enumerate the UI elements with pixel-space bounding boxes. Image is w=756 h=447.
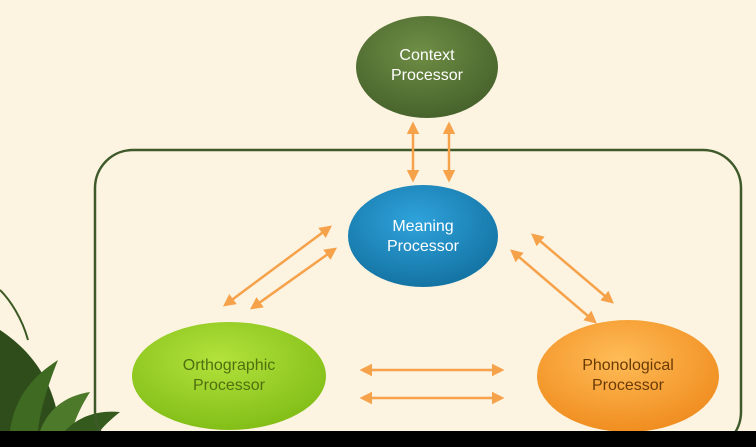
node-orthographic-shape <box>132 322 326 430</box>
node-meaning-label-line-2: Processor <box>387 238 460 255</box>
node-phonological-processor: Phonological Processor <box>537 320 719 432</box>
connection-arrows <box>222 121 614 405</box>
arrow-meaning-orthographic-2 <box>249 247 338 310</box>
plant-decoration <box>0 289 120 431</box>
node-context-shape <box>356 16 498 118</box>
node-context-label-line-1: Context <box>399 47 455 64</box>
bottom-black-bar <box>0 431 756 447</box>
node-phonological-label-line-2: Processor <box>592 377 665 394</box>
node-context-label-line-2: Processor <box>391 67 464 84</box>
node-orthographic-processor: Orthographic Processor <box>132 322 326 430</box>
node-phonological-label-line-1: Phonological <box>582 357 674 374</box>
arrow-meaning-phonological-2 <box>510 249 597 324</box>
node-meaning-label-line-1: Meaning <box>392 218 453 235</box>
arrow-meaning-phonological-1 <box>531 233 614 304</box>
node-meaning-processor: Meaning Processor <box>348 185 498 287</box>
node-meaning-shape <box>348 185 498 287</box>
node-orthographic-label-line-1: Orthographic <box>183 357 276 374</box>
arrow-meaning-orthographic-1 <box>222 225 333 307</box>
node-orthographic-label-line-2: Processor <box>193 377 266 394</box>
node-context-processor: Context Processor <box>356 16 498 118</box>
node-phonological-shape <box>537 320 719 432</box>
